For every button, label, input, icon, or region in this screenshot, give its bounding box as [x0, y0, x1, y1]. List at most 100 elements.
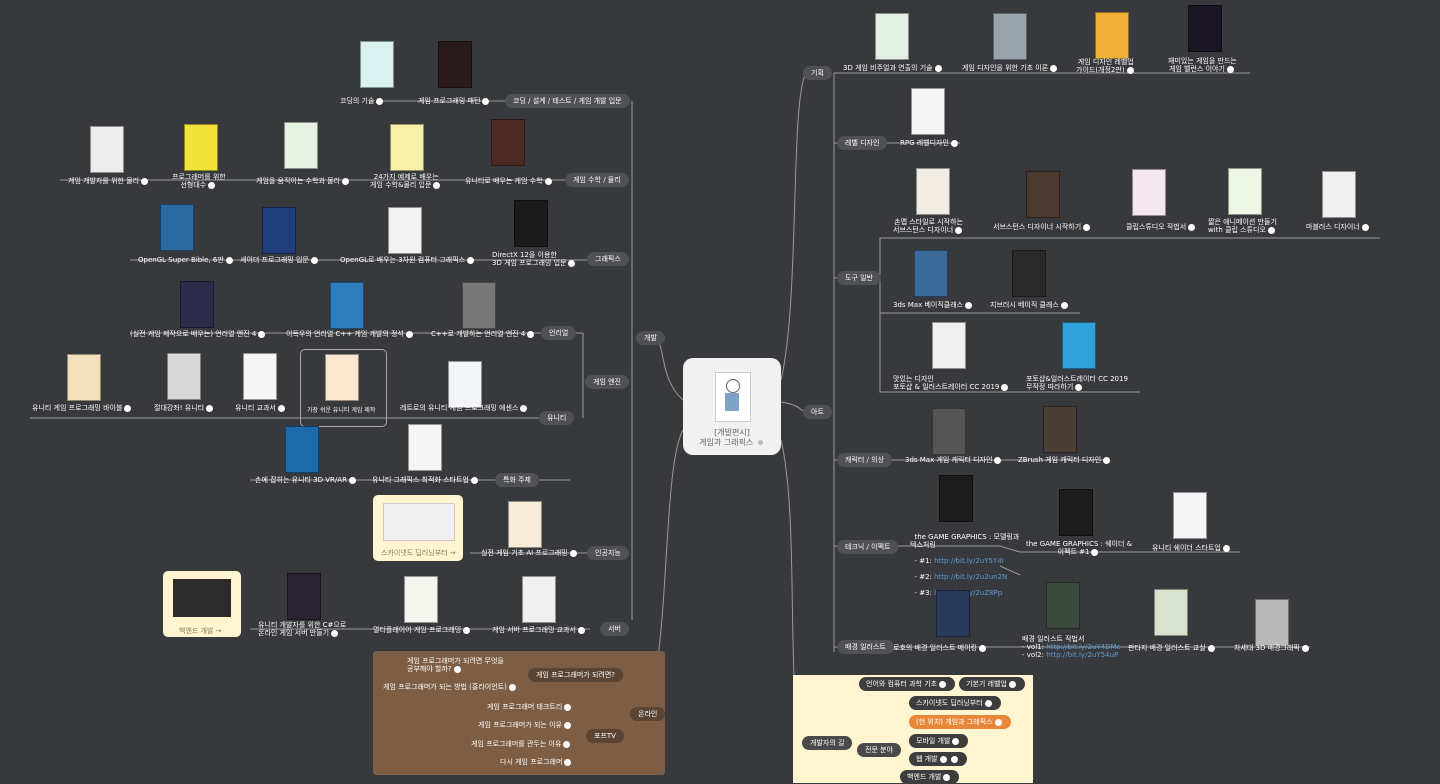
- link-gg1-2[interactable]: http://bit.ly/2u2un2N: [934, 573, 1008, 581]
- book-opengl[interactable]: OpenGL Super Bible, 6판: [138, 256, 235, 264]
- book-opengl3d[interactable]: OpenGL로 배우는 3차원 컴퓨터 그래픽스: [340, 256, 476, 264]
- branch-podcast[interactable]: 포프TV: [586, 729, 624, 743]
- book-visual[interactable]: 3D 게임 비주얼과 연출의 기술: [843, 64, 944, 72]
- book-patterns[interactable]: 게임 프로그래밍 패턴: [418, 97, 491, 105]
- branch-plan[interactable]: 기획: [803, 66, 832, 80]
- note-skynet[interactable]: 스카이넷도 딥러닝부터 →: [373, 495, 463, 561]
- book-optim[interactable]: 유니티 그래픽스 최적화 스타트업: [372, 476, 480, 484]
- book-textbook[interactable]: 유니티 교과서: [235, 404, 287, 412]
- book-bible[interactable]: 유니티 게임 프로그래밍 바이블: [32, 404, 133, 412]
- book-rpg[interactable]: RPG 레벨디자인: [900, 139, 960, 147]
- book-unitymath[interactable]: 유니티로 배우는 게임 수학: [465, 177, 554, 185]
- book-ai[interactable]: 실전 게임 기초 AI 프로그래밍: [481, 549, 579, 557]
- video-study[interactable]: 게임 프로그래머가 되려면 무엇을 공부해야 할까?: [407, 657, 504, 673]
- book-levelup[interactable]: 게임 디자인 레벨업 가이드(개정2판): [1076, 58, 1134, 74]
- branch-server[interactable]: 서버: [600, 622, 629, 636]
- book-zbrush[interactable]: 지브러시 베이직 클래스: [990, 301, 1070, 309]
- center-node[interactable]: [개발편시]게임과 그래픽스: [683, 358, 781, 455]
- book-cover-bible: [67, 354, 101, 401]
- book-zb-char[interactable]: ZBrush 게임 캐릭터 디자인: [1018, 456, 1112, 464]
- book-serverbook[interactable]: 게임 서버 프로그래밍 교과서: [492, 626, 587, 634]
- book-shader[interactable]: 셰이더 프로그래밍 입문: [240, 256, 320, 264]
- link-gg1-1[interactable]: http://bit.ly/2uY5Y4I: [934, 557, 1004, 565]
- book-cover-bgwrite: [1046, 582, 1080, 629]
- center-illustration: [715, 372, 751, 422]
- book-design[interactable]: 게임 디자인을 위한 기초 이론: [962, 64, 1059, 72]
- book-nextgen[interactable]: 차세대 3D 배경그래픽: [1234, 644, 1311, 652]
- video-reason[interactable]: 게임 프로그래머가 되는 이유: [478, 721, 573, 729]
- branch-unity[interactable]: 유니티: [539, 411, 575, 425]
- video-quit[interactable]: 게임 프로그래머를 관두는 이유: [471, 740, 572, 748]
- book-physics[interactable]: 게임 개발자를 위한 물리: [68, 177, 150, 185]
- link-bg-1[interactable]: http://bit.ly/2uY4DMe: [1046, 643, 1121, 651]
- book-mathphys[interactable]: 게임을 움직이는 수학과 물리: [256, 177, 351, 185]
- book-sub1[interactable]: 손맵 스타일로 시작하는 서브스턴스 디자이너: [893, 218, 964, 234]
- book-retro[interactable]: 레트로의 유니티 게임 프로그래밍 에센스: [400, 404, 529, 412]
- book-gg2[interactable]: the GAME GRAPHICS : 쉐이더 & 이펙트 #1: [1026, 540, 1133, 556]
- book-balance[interactable]: 재미있는 게임을 만드는 게임 밸런스 이야기: [1168, 57, 1237, 73]
- book-ps[interactable]: 맛있는 디자인 포토샵 & 일러스트레이터 CC 2019: [893, 375, 1010, 391]
- branch-graphics[interactable]: 그래픽스: [587, 252, 629, 266]
- path-basics[interactable]: 언어와 컴퓨터 과학 기초: [859, 677, 956, 691]
- branch-tech[interactable]: 테크닉 / 이펙트: [837, 540, 899, 554]
- book-absolute[interactable]: 절대강좌! 유니티: [154, 404, 215, 412]
- branch-dev[interactable]: 개발: [636, 331, 665, 345]
- path-current[interactable]: (현 위치) 게임과 그래픽스: [909, 715, 1011, 729]
- book-vrar[interactable]: 손에 잡히는 유니티 3D VR/AR: [255, 476, 358, 484]
- book-cover-design: [993, 13, 1027, 60]
- book-cppue[interactable]: C++로 개발하는 언리얼 엔진 4: [431, 330, 536, 338]
- book-clip[interactable]: 클립스튜디오 작법서: [1126, 223, 1197, 231]
- branch-unreal[interactable]: 언리얼: [541, 326, 577, 340]
- book-uecpp[interactable]: 이득우의 언리얼 C++ 게임 개발의 정석: [286, 330, 415, 338]
- book-cover-cppue: [462, 282, 496, 329]
- book-csharp[interactable]: 유니티 개발자를 위한 C#으로 온라인 게임 서버 만들기: [258, 621, 347, 637]
- book-anim[interactable]: 짧은 애니메이션 만들기 with 클립 스튜디오: [1208, 218, 1277, 234]
- path-skynet[interactable]: 스카이넷도 딥러닝부터: [909, 696, 1001, 710]
- book-fantasy[interactable]: 판타지 배경 일러스트 교실: [1128, 644, 1217, 652]
- video-again[interactable]: 다시 게임 프로그래머: [500, 758, 573, 766]
- book-psai[interactable]: 포토샵&일러스트레이터 CC 2019 무작정 따라하기: [1026, 375, 1128, 391]
- video-becoming[interactable]: 게임 프로그래머가 되는 방법 (홍라이언트): [383, 683, 518, 691]
- path-web[interactable]: 웹 개발: [909, 752, 967, 766]
- book-24[interactable]: 24가지 예제로 배우는 게임 수학&물리 입문: [370, 173, 441, 189]
- book-linalg[interactable]: 프로그래머를 위한 선형대수: [172, 173, 226, 189]
- book-3dsmax[interactable]: 3ds Max 베이직클래스: [893, 301, 974, 309]
- note-skynet-thumb: [383, 503, 455, 541]
- book-dx12[interactable]: DirectX 12을 이용한 3D 게임 프로그래밍 입문: [492, 251, 577, 267]
- branch-engine[interactable]: 게임 엔진: [585, 375, 629, 389]
- branch-field[interactable]: 전문 분야: [857, 743, 901, 757]
- path-mobile[interactable]: 모바일 개발: [909, 734, 969, 748]
- book-coding[interactable]: 코딩의 기술: [340, 97, 385, 105]
- link-bg-2[interactable]: http://bit.ly/2uY54uP: [1046, 651, 1119, 659]
- book-unityshader[interactable]: 유니티 쉐이더 스타트업: [1152, 544, 1232, 552]
- book-multi[interactable]: 멀티플레이어 게임 프로그래밍: [373, 626, 472, 634]
- path-backend[interactable]: 백엔드 개발: [900, 770, 960, 784]
- book-lohos[interactable]: 로호의 배경 일러스트 메이킹: [893, 644, 988, 652]
- branch-art[interactable]: 아트: [803, 405, 832, 419]
- note-backend[interactable]: 백엔드 개발 →: [163, 571, 241, 637]
- video-techtree[interactable]: 게임 프로그래머 테크트리: [487, 703, 573, 711]
- branch-char[interactable]: 캐릭터 / 의상: [837, 453, 893, 467]
- branch-ai[interactable]: 인공지능: [587, 546, 629, 560]
- branch-tools[interactable]: 도구 일반: [837, 271, 881, 285]
- branch-howto[interactable]: 게임 프로그래머가 되려면?: [528, 668, 624, 682]
- book-ue4[interactable]: (실전 게임 제작으로 배우는) 언리얼 엔진 4: [130, 330, 267, 338]
- book-max-char[interactable]: 3ds Max 게임 캐릭터 디자인: [905, 456, 1003, 464]
- book-cover-retro: [448, 361, 482, 408]
- book-easiest[interactable]: 가장 쉬운 유니티 게임 제작: [307, 407, 376, 414]
- book-gg1[interactable]: the GAME GRAPHICS : 모델링과 텍스처링 - #1: http…: [910, 533, 1020, 597]
- branch-math[interactable]: 게임 수학 / 물리: [565, 173, 629, 187]
- branch-coding[interactable]: 코딩 / 설계 / 테스트 / 게임 개발 입문: [505, 94, 630, 108]
- book-bgwrite[interactable]: 배경 일러스트 작법서 - vol1: http://bit.ly/2uY4DM…: [1022, 635, 1121, 659]
- collapse-icon[interactable]: [757, 440, 763, 445]
- branch-way[interactable]: 개발자의 길: [802, 736, 853, 750]
- branch-online[interactable]: 온라인: [630, 707, 666, 721]
- path-levelup[interactable]: 기본기 레벨업: [959, 677, 1025, 691]
- branch-level[interactable]: 레벨 디자인: [837, 136, 888, 150]
- book-marvel[interactable]: 마블러스 디자이너: [1306, 223, 1371, 231]
- book-sub2[interactable]: 서브스턴스 디자이너 시작하기: [993, 223, 1092, 231]
- branch-special[interactable]: 특화 주제: [495, 473, 539, 487]
- branch-bg[interactable]: 배경 일러스트: [837, 640, 894, 654]
- book-cover-gg1: [939, 475, 973, 522]
